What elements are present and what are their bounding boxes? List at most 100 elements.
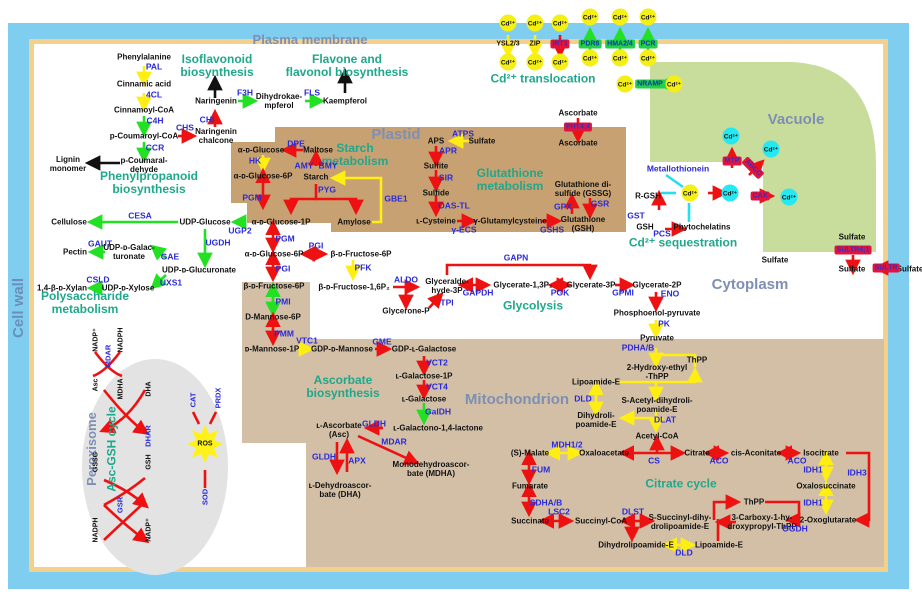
metabolite-dihydrolipoamide-e-bottom: Dihydrolipoamide-E [598,540,674,550]
cd-ion: Cd²⁺ [681,184,699,202]
metabolite-p-coumaroyl-coa: p-Coumaroyl-CoA [109,131,179,141]
peroxisome [82,359,228,575]
enzyme-vtc1: VTC1 [296,335,318,346]
metabolite-kaempferol: Kaempferol [322,96,368,106]
metabolite-glycerate-2p: Glycerate-2P [632,280,682,290]
enzyme-hk: HK [248,155,262,166]
metabolite-fumarate: Fumarate [511,481,549,491]
metabolite-ascorbate-outside: Ascorbate [558,108,598,118]
enzyme-gaut: GAUT [87,238,113,249]
transporter-pcr: PCR [638,39,658,49]
label-plastid: Plastid [371,126,421,143]
enzyme-idh1-a: IDH1 [803,464,823,475]
enzyme-dpe: DPE [287,138,305,149]
enzyme-dlat: DLAT [653,414,677,425]
label-vacuole: Vacuole [767,111,825,128]
enzyme-gpmi: GPMI [612,287,634,298]
enzyme-sdha-b: SDHA/B [529,497,563,508]
metabolite-gssg-perox: GSSG [92,451,100,473]
enzyme-cs: CS [648,455,660,466]
enzyme-apr: APR [439,145,457,156]
metabolite-udp-glucose: UDP-Glucose [179,217,231,227]
enzyme-f3h: F3H [236,87,254,98]
enzyme-mdar-perox: MDAR [103,344,113,368]
metabolite-a-glucose: α-ᴅ-Glucose [237,145,285,155]
metabolite-galactose-1p: ʟ-Galactose-1P [395,371,453,381]
enzyme-fum: FUM [531,464,551,475]
metabolite-glycerate-3p: Glycerate-3P [566,280,616,290]
metabolite-glyceraldehyde-3p: Glyceralde- hyde-3P [425,277,469,295]
enzyme-aco-1: ACO [709,455,729,466]
metabolite-mdha-perox: MDHA [117,378,125,400]
label-plasma-membrane: Plasma membrane [252,32,368,47]
metabolite-udp-xylose: UDP-ᴅ-Xylose [101,283,155,293]
metabolite-gdp-mannose: GDP-ᴅ-Mannose [311,344,373,354]
enzyme-gbe1: GBE1 [384,193,408,204]
enzyme-lsc2: LSC2 [548,506,570,517]
label-cell-wall: Cell wall [10,277,27,339]
metabolite-pyruvate: Pyruvate [640,333,674,343]
cd-ion: Cd²⁺ [611,49,629,67]
enzyme-sir: SIR [438,172,454,183]
metabolite-sulfide: Sulfide [422,188,450,198]
cd-ion: Cd²⁺ [581,8,599,26]
enzyme-g-ecs: γ-ECS [451,224,477,235]
metabolite-acetyl-coa: Acetyl-CoA [635,431,679,441]
metabolite-l-ascorbate: ʟ-Ascorbate (Asc) [316,421,362,439]
section-isoflavonoid: Isoflavonoid biosynthesis [180,52,254,79]
label-peroxisome: Peroxisome [84,412,99,486]
metabolite-b-fructose-6p: β-ᴅ-Fructose-6P [243,281,305,291]
enzyme-gst: GST [627,210,645,221]
section-glutathione: Glutathione metabolism [476,166,544,193]
section-citrate-cycle: Citrate cycle [645,476,717,491]
transporter-cax: CAX [750,191,770,201]
metabolite-amylose: Amylose [337,217,371,227]
metabolite-cinnamoyl-coa: Cinnamoyl-CoA [114,105,174,115]
cd-ion: Cd²⁺ [722,127,740,145]
enzyme-gsr-perox: GSR [115,496,125,514]
metabolite-2-oxoglutarate: 2-Oxoglutarate [799,515,857,525]
section-starch: Starch metabolism [321,141,389,168]
enzyme-prdx: PRDX [213,387,223,409]
metabolite-s-succinyl: S-Succinyl-dihy- drolipoamide-E [648,513,712,531]
metabolite-dihydrolipoamide-e-top: Dihydroli- poamide-E [575,411,617,429]
pathway-arrows [84,26,895,553]
section-cd-sequestration: Cd²⁺ sequestration [628,235,738,250]
transporter-nramp: NRAMP [635,79,665,89]
enzyme-galdh: GalDH [425,406,451,417]
metabolite-malate: (S)-Malate [510,448,550,458]
enzyme-4cl: 4CL [145,89,163,100]
enzyme-pcs: PCS [653,228,671,239]
metabolite-phytochelatins: Phytochelatins [673,222,731,232]
metabolite-cis-aconitate: cis-Aconitate [730,448,782,458]
metabolite-sulfate-cyt1: Sulfate [761,255,789,265]
enzyme-aldo: ALDO [393,274,419,285]
enzyme-gldh-2: GLDH [311,451,337,462]
metabolite-phenylalanine: Phenylalanine [117,52,171,62]
transporter-sultr41: SULTR4;1 [834,245,872,255]
metabolite-udp-glucuronate: UDP-ᴅ-Glucuronate [162,265,236,275]
mitochondrion [242,282,884,567]
enzyme-gae: GAE [160,251,180,262]
enzyme-vct4: VCT4 [426,381,448,392]
metabolite-lipoamide-e-bottom: Lipoamide-E [694,540,744,550]
enzyme-gldh-1: GLDH [361,418,387,429]
metabolite-gdp-galactose: GDP-ʟ-Galactose [391,344,457,354]
enzyme-atps: ATPS [451,128,475,139]
cd-ion: Cd²⁺ [639,49,657,67]
cd-ion: Cd²⁺ [551,14,569,32]
transporter-ysl: YSL2/3 [496,40,520,48]
enzyme-ugdh: UGDH [205,237,231,248]
cd-ion: Cd²⁺ [611,8,629,26]
metabolite-sulfate-cyt2: Sulfate [838,264,866,274]
metabolite-ros: ROS [197,440,213,448]
metabolite-glycerone-p: Glycerone-P [382,306,430,316]
cd-ion: Cd²⁺ [721,184,739,202]
metabolite-cinnamic-acid: Cinnamic acid [116,79,172,89]
metabolite-b-fructose-16p: β-ᴅ-Fructose-1,6P₂ [318,282,390,292]
metabolite-asc-perox: Asc [92,378,100,392]
metabolite-naringenin-chalcone: Naringenin chalcone [195,127,237,145]
metabolite-thpp-top: ThPP [686,355,708,365]
enzyme-dhar: DHAR [143,425,153,447]
